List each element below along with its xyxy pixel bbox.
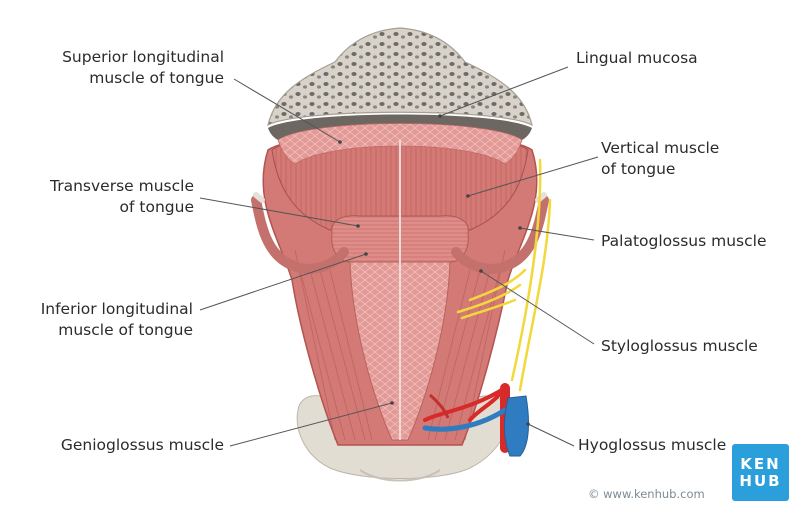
logo-line-2: HUB xyxy=(739,471,782,490)
leader-dots xyxy=(338,114,530,426)
logo-line-1: KEN xyxy=(740,454,781,473)
leader-lines xyxy=(199,66,599,447)
kenhub-logo[interactable]: KEN HUB xyxy=(732,444,789,501)
label-vertical-muscle: Vertical muscle of tongue xyxy=(601,139,720,178)
label-inferior-longitudinal-muscle: Inferior longitudinal muscle of tongue xyxy=(40,300,193,339)
lingual-nerve xyxy=(456,158,552,392)
lingual-vein xyxy=(422,407,508,432)
label-superior-longitudinal-muscle: Superior longitudinal muscle of tongue xyxy=(62,48,224,87)
label-styloglossus-muscle: Styloglossus muscle xyxy=(601,337,758,355)
label-hyoglossus-muscle: Hyoglossus muscle xyxy=(578,436,727,454)
lingual-mucosa-band xyxy=(268,114,532,140)
label-palatoglossus-muscle: Palatoglossus muscle xyxy=(601,232,767,250)
left-palatoglossus xyxy=(251,195,349,274)
label-transverse-muscle: Transverse muscle of tongue xyxy=(50,177,194,216)
copyright-text: © www.kenhub.com xyxy=(588,487,705,501)
label-lingual-mucosa: Lingual mucosa xyxy=(576,49,698,67)
lingual-mucosa-bone xyxy=(267,27,533,127)
vein-trunk xyxy=(504,395,529,457)
label-genioglossus-muscle: Genioglossus muscle xyxy=(60,436,224,454)
